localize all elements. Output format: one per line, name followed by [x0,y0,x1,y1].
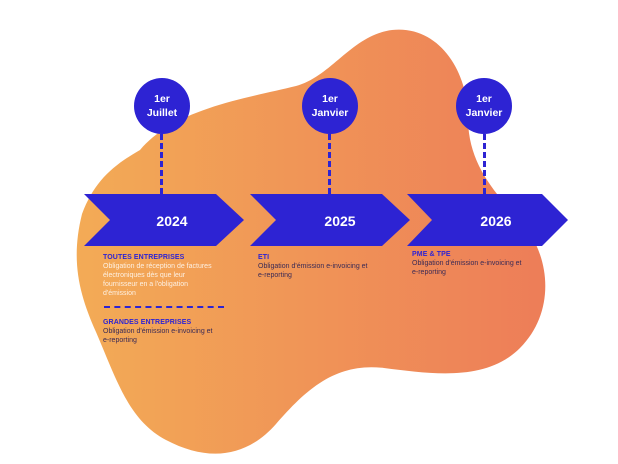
date-marker-2026: 1er Janvier [456,78,512,134]
segment-description-line: Obligation de réception de factures [103,263,212,270]
date-line1: 1er [154,93,170,105]
chevron-2026 [407,194,568,246]
chevron-2024 [84,194,244,246]
description-block-eti: ETI Obligation d'émission e-invoicing et… [258,253,388,280]
connector-2026 [483,134,486,194]
segment-description-line: Obligation d'émission e-invoicing et [412,260,522,267]
description-block-toutes-entreprises: TOUTES ENTREPRISES Obligation de récepti… [103,253,233,298]
date-marker-2024: 1er Juillet [134,78,190,134]
segment-description-line: e-reporting [103,337,137,344]
date-line2: Janvier [465,107,503,119]
section-divider [104,306,224,308]
segment-title: GRANDES ENTREPRISES [103,319,192,326]
segment-description-line: e-reporting [258,272,292,279]
description-block-pme-tpe: PME & TPE Obligation d'émission e-invoic… [412,250,542,277]
segment-title: TOUTES ENTREPRISES [103,254,185,261]
segment-title: PME & TPE [412,251,451,258]
year-label-2024: 2024 [156,213,188,229]
segment-title: ETI [258,254,270,261]
date-line1: 1er [476,93,492,105]
segment-description-line: e-reporting [412,269,446,276]
segment-description-line: Obligation d'émission e-invoicing et [258,263,368,270]
connector-2024 [160,134,163,194]
segment-description-line: électroniques dès que leur [103,272,186,279]
segment-description-line: fournisseur en a l'obligation [103,281,189,288]
date-line1: 1er [322,93,338,105]
year-label-2025: 2025 [324,213,356,229]
date-marker-2025: 1er Janvier [302,78,358,134]
year-label-2026: 2026 [480,213,512,229]
connector-2025 [328,134,331,194]
description-block-grandes-entreprises: GRANDES ENTREPRISES Obligation d'émissio… [103,318,233,345]
chevron-2025 [250,194,410,246]
segment-description-line: Obligation d'émission e-invoicing et [103,328,213,335]
date-line2: Juillet [146,107,178,119]
date-line2: Janvier [311,107,349,119]
segment-description-line: d'émission [103,290,136,297]
